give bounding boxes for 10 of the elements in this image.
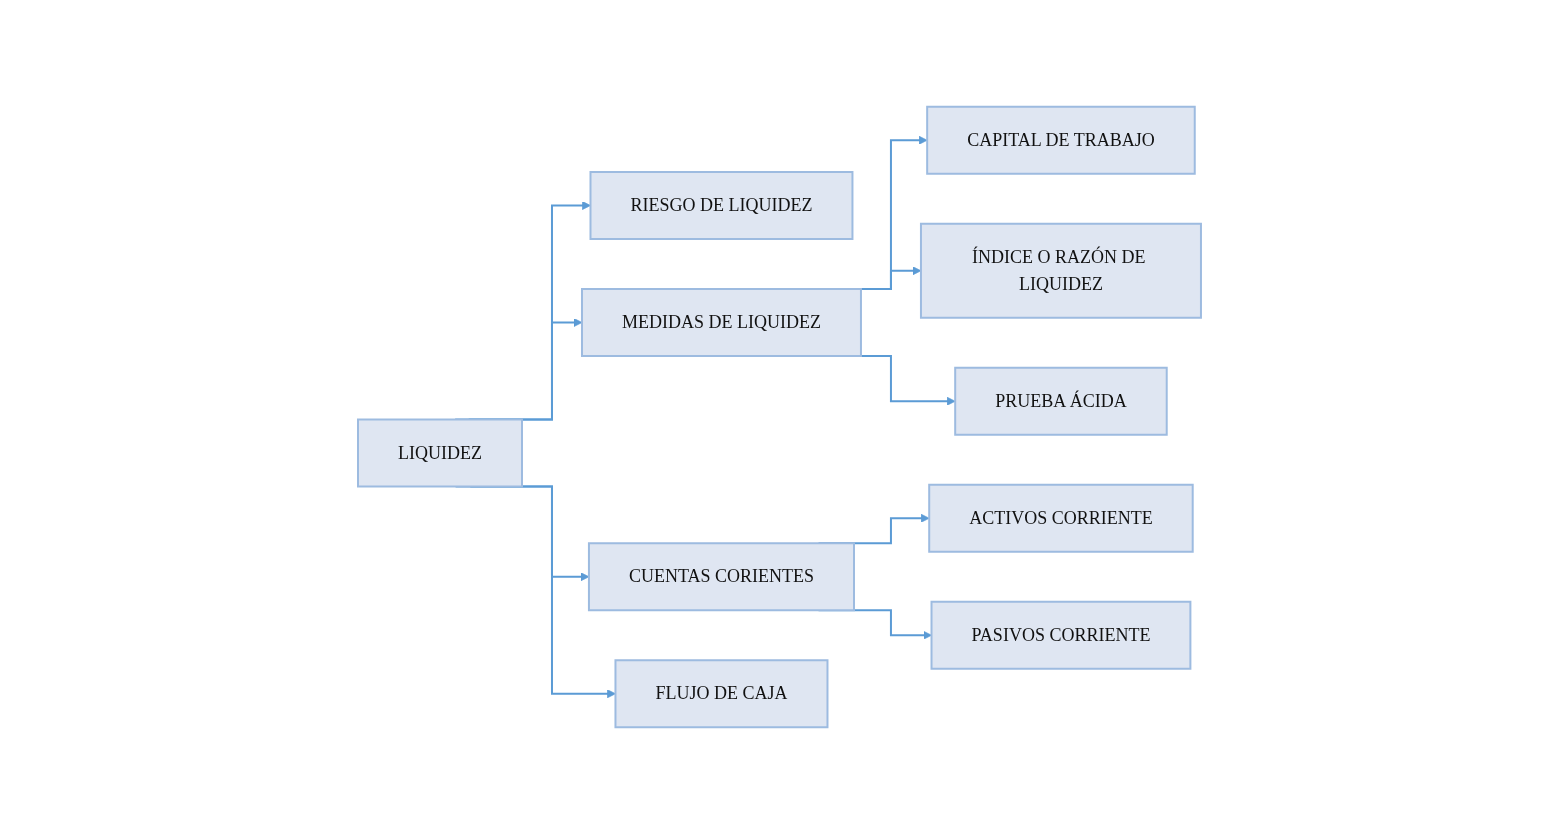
- node-box: CUENTAS CORIENTES: [587, 542, 855, 612]
- node-box: PASIVOS CORRIENTE: [930, 600, 1192, 670]
- node-box: RIESGO DE LIQUIDEZ: [589, 171, 854, 240]
- node-box: FLUJO DE CAJA: [614, 659, 829, 729]
- node-box: PRUEBA ÁCIDA: [954, 366, 1168, 436]
- node-box: CAPITAL DE TRABAJO: [926, 105, 1196, 175]
- node-box: LIQUIDEZ: [357, 418, 523, 488]
- node-box: ACTIVOS CORRIENTE: [928, 483, 1194, 553]
- node-box: ÍNDICE O RAZÓN DE LIQUIDEZ: [919, 222, 1202, 319]
- node-box: MEDIDAS DE LIQUIDEZ: [581, 288, 862, 357]
